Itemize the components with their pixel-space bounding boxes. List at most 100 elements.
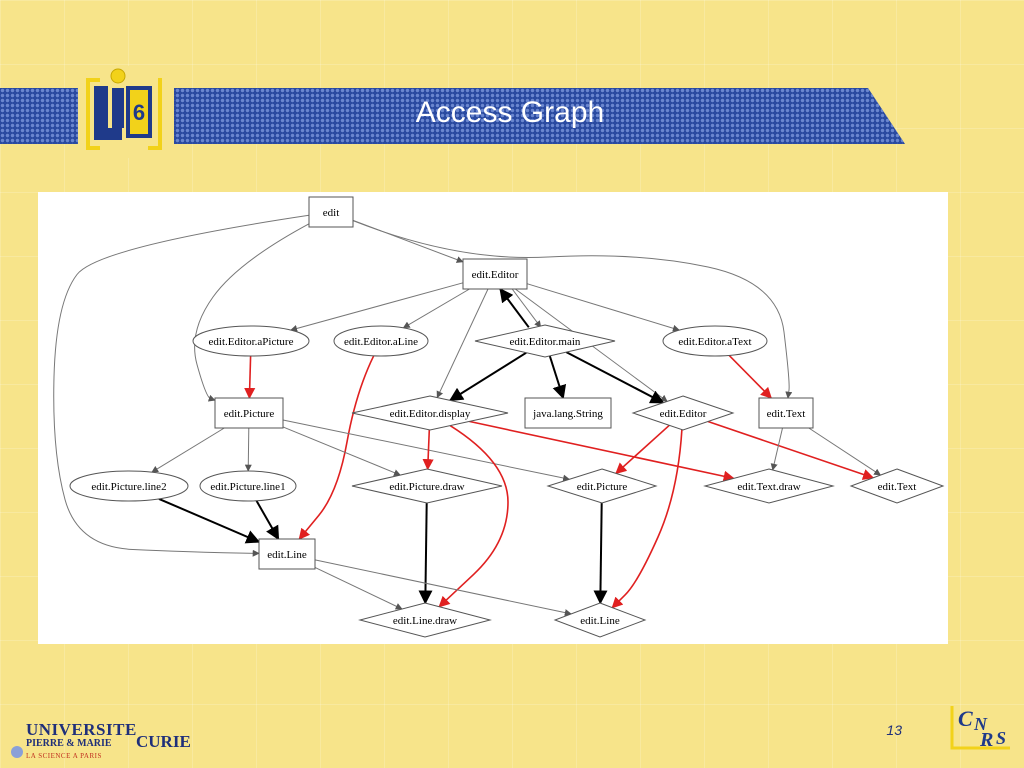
node-edit: edit bbox=[308, 196, 354, 228]
node-label: edit bbox=[323, 207, 340, 219]
edge-atext-to-text bbox=[728, 354, 772, 399]
edge-display-to-tdraw bbox=[469, 420, 735, 482]
svg-text:R: R bbox=[979, 729, 993, 751]
node-line1: edit.Picture.line1 bbox=[199, 470, 297, 502]
university-emblem-icon bbox=[11, 746, 23, 758]
node-label: edit.Picture.line1 bbox=[210, 481, 285, 493]
edge-display-to-pdraw bbox=[422, 429, 434, 471]
edge-apicture-to-picture bbox=[244, 355, 256, 400]
node-shape-diamond bbox=[351, 468, 503, 504]
lip6-logo: 6 bbox=[78, 66, 174, 158]
node-label: edit.Editor bbox=[472, 269, 519, 281]
edge-aline-to-line bbox=[298, 355, 375, 540]
node-shape-diamond bbox=[358, 602, 492, 638]
node-picture2: edit.Picture bbox=[546, 468, 658, 504]
node-editor: edit.Editor bbox=[462, 258, 528, 290]
slide-title: Access Graph bbox=[415, 96, 605, 129]
node-atext: edit.Editor.aText bbox=[662, 325, 768, 357]
edge-display-to-ldraw bbox=[438, 424, 509, 608]
node-label: edit.Picture bbox=[224, 408, 275, 420]
edge-line-to-line3 bbox=[314, 559, 572, 617]
node-shape-ellipse bbox=[69, 470, 189, 502]
edge-editor2-to-picture2 bbox=[615, 424, 670, 475]
node-shape-box bbox=[524, 397, 612, 429]
node-shape-box bbox=[462, 258, 528, 290]
node-label: edit.Editor bbox=[660, 408, 707, 420]
edge-edit-to-picture bbox=[194, 223, 310, 402]
node-shape-diamond bbox=[703, 468, 835, 504]
edge-pdraw-to-ldraw bbox=[418, 502, 433, 605]
node-label: java.lang.String bbox=[532, 408, 603, 420]
node-line2: edit.Picture.line2 bbox=[69, 470, 189, 502]
node-label: edit.Line bbox=[580, 615, 620, 627]
edge-edit-to-text bbox=[352, 220, 793, 399]
svg-text:C: C bbox=[958, 706, 973, 731]
edge-main-to-display bbox=[448, 351, 527, 402]
node-label: edit.Editor.aPicture bbox=[209, 336, 294, 348]
cnrs-logo: C N R S bbox=[950, 706, 1010, 751]
svg-text:S: S bbox=[996, 728, 1006, 748]
node-shape-diamond bbox=[631, 395, 735, 431]
university-subname: PIERRE & MARIE bbox=[26, 738, 112, 749]
node-tdraw: edit.Text.draw bbox=[703, 468, 835, 504]
node-line: edit.Line bbox=[258, 538, 316, 570]
node-label: edit.Line bbox=[267, 549, 307, 561]
node-shape-diamond bbox=[546, 468, 658, 504]
node-ldraw: edit.Line.draw bbox=[358, 602, 492, 638]
university-curie: CURIE bbox=[136, 732, 191, 751]
node-shape-diamond bbox=[351, 395, 509, 431]
node-aline: edit.Editor.aLine bbox=[333, 325, 429, 357]
node-shape-box bbox=[758, 397, 814, 429]
node-label: edit.Picture bbox=[577, 481, 628, 493]
node-shape-diamond bbox=[474, 324, 616, 358]
edge-line2-to-line bbox=[158, 497, 261, 544]
node-label: edit.Text bbox=[878, 481, 917, 493]
node-shape-diamond bbox=[849, 468, 945, 504]
node-apicture: edit.Editor.aPicture bbox=[192, 325, 310, 357]
edge-line-to-ldraw bbox=[314, 566, 403, 610]
graph-canvas: edit edit.Editor edit.Editor.aPicture edit.… bbox=[53, 196, 945, 638]
node-picture: edit.Picture bbox=[214, 397, 284, 429]
node-display: edit.Editor.display bbox=[351, 395, 509, 431]
node-shape-ellipse bbox=[199, 470, 297, 502]
edge-editor-to-apicture bbox=[290, 282, 464, 332]
node-label: edit.Editor.aLine bbox=[344, 336, 418, 348]
university-tagline: LA SCIENCE A PARIS bbox=[26, 752, 102, 760]
edge-text-to-text2 bbox=[808, 427, 882, 476]
edge-picture-to-pdraw bbox=[282, 426, 401, 476]
node-main: edit.Editor.main bbox=[474, 324, 616, 358]
edge-edit-to-line bbox=[53, 214, 310, 557]
edge-main-to-string bbox=[548, 355, 567, 400]
node-label: edit.Line.draw bbox=[393, 615, 457, 627]
edge-editor-to-display bbox=[436, 288, 489, 399]
edge-editor-to-main bbox=[511, 288, 542, 328]
node-editor2: edit.Editor bbox=[631, 395, 735, 431]
node-shape-box bbox=[308, 196, 354, 228]
university-name: UNIVERSITE bbox=[26, 720, 137, 739]
svg-text:N: N bbox=[973, 714, 988, 734]
edge-picture-to-picture2 bbox=[282, 419, 571, 482]
edge-editor-to-atext bbox=[526, 283, 680, 332]
node-shape-box bbox=[214, 397, 284, 429]
node-shape-ellipse bbox=[662, 325, 768, 357]
edge-main-to-editor bbox=[499, 287, 530, 328]
edge-picture-to-line1 bbox=[244, 427, 252, 472]
access-graph-diagram: edit edit.Editor edit.Editor.aPicture edit.… bbox=[38, 192, 948, 644]
edge-picture2-to-line3 bbox=[593, 502, 608, 605]
university-logo: UNIVERSITE PIERRE & MARIE CURIE LA SCIEN… bbox=[10, 718, 191, 766]
node-text2: edit.Text bbox=[849, 468, 945, 504]
edge-editor2-to-line3 bbox=[611, 429, 683, 609]
node-label: edit.Editor.aText bbox=[678, 336, 751, 348]
edge-main-to-editor2 bbox=[565, 351, 665, 404]
edge-editor-to-aline bbox=[402, 288, 470, 329]
node-label: edit.Picture.line2 bbox=[91, 481, 166, 493]
edge-text-to-tdraw bbox=[770, 427, 783, 471]
node-label: edit.Text bbox=[767, 408, 806, 420]
svg-text:6: 6 bbox=[133, 100, 145, 125]
node-label: edit.Text.draw bbox=[737, 481, 800, 493]
edge-line1-to-line bbox=[255, 500, 280, 541]
edge-picture-to-line2 bbox=[151, 427, 225, 473]
node-shape-box bbox=[258, 538, 316, 570]
node-label: edit.Editor.display bbox=[390, 408, 471, 420]
node-text: edit.Text bbox=[758, 397, 814, 429]
